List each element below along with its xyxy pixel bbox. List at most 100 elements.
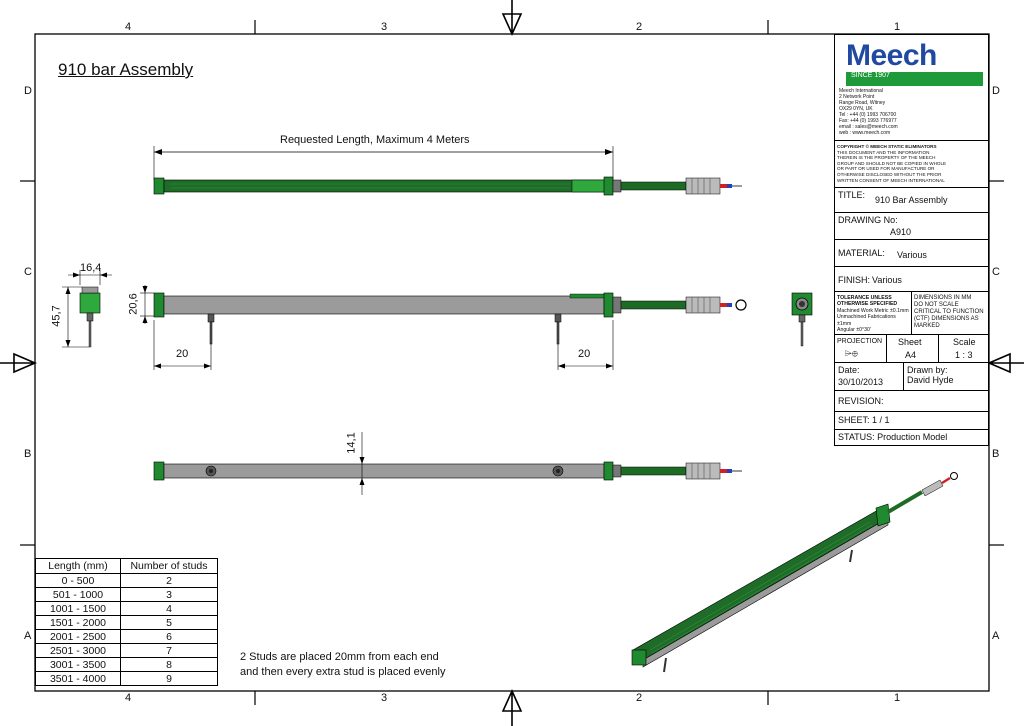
zone-top-1: 1: [894, 21, 901, 33]
dim-profile: 20,6: [127, 293, 140, 315]
status-label: STATUS: Production Model: [838, 432, 948, 442]
cell-length: 2001 - 2500: [35, 629, 121, 644]
zone-bottom-1: 1: [894, 692, 901, 704]
front-view: [140, 285, 747, 370]
title-value: 910 Bar Assembly: [875, 195, 948, 205]
zone-left-a: A: [24, 630, 32, 642]
tolerance-line: Unmachined Fabrications ±1mm: [837, 314, 896, 327]
copyright-line: OTHERWISE DISCLOSED WITHOUT THE PRIOR: [837, 171, 942, 177]
address-line: Fax: +44 (0) 1993 776977: [839, 118, 897, 124]
zone-right-a: A: [992, 630, 1000, 642]
dim-stud-right: 20: [578, 348, 591, 360]
scale-label: Scale: [953, 337, 976, 347]
scale-value: 1 : 3: [955, 350, 973, 360]
material-cell: MATERIAL: Various: [835, 240, 988, 267]
zone-bottom-3: 3: [381, 692, 388, 704]
address-line: email : sales@meech.com: [839, 124, 898, 130]
title-block: Meech SINCE 1907 Meech International 2 N…: [834, 34, 989, 446]
tolerance-line: Machined Work Metric ±0.1mm: [837, 307, 909, 314]
copyright-line: THIS DOCUMENT AND THE INFORMATION: [837, 149, 930, 155]
meech-logo: Meech SINCE 1907: [840, 37, 983, 89]
address-line: Meech International: [839, 88, 883, 94]
zone-right-c: C: [992, 266, 1000, 278]
dimension-note-line: DIMENSIONS IN MM: [914, 295, 972, 301]
dimension-note-line: CRITICAL TO FUNCTION: [914, 309, 984, 315]
finish-label: FINISH:: [838, 275, 871, 285]
date-label: Date:: [838, 365, 860, 375]
title-label: TITLE:: [838, 190, 866, 200]
zone-top-2: 2: [636, 21, 643, 33]
table-header-row: Length (mm) Number of studs: [35, 558, 218, 574]
sheet-size-value: A4: [905, 350, 917, 360]
tolerance-cell: TOLERANCE UNLESS OTHERWISE SPECIFIED Mac…: [835, 292, 988, 335]
drawing-no-label: DRAWING No:: [838, 215, 898, 225]
address-line: web : www.meech.com: [839, 130, 891, 136]
logo-subtext: SINCE 1907: [849, 72, 892, 79]
drawing-no-cell: DRAWING No: A910: [835, 213, 988, 240]
dim-height: 45,7: [50, 305, 63, 327]
finish-cell: FINISH: Various: [835, 267, 988, 292]
copyright-line: WRITTEN CONSENT OF MEECH INTERNATIONAL: [837, 177, 945, 183]
divider: [903, 363, 904, 390]
dimension-note-line: MARKED: [914, 323, 940, 329]
cell-studs: 2: [120, 573, 218, 588]
zone-left-d: D: [24, 85, 32, 97]
stud-note-line: and then every extra stud is placed even…: [240, 666, 446, 678]
company-address: Meech International 2 Network Point Rang…: [839, 88, 985, 136]
zone-bottom-4: 4: [125, 692, 132, 704]
divider: [886, 335, 887, 362]
drawing-no-value: A910: [890, 227, 912, 237]
material-label: MATERIAL:: [838, 248, 885, 258]
dim-stud-left: 20: [176, 348, 189, 360]
divider: [938, 335, 939, 362]
copyright-cell: COPYRIGHT © MEECH STATIC ELIMINATORS THI…: [835, 141, 988, 188]
logo-text: Meech: [846, 39, 937, 72]
top-view: [153, 146, 742, 196]
dimension-note-line: (CTF) DIMENSIONS AS: [914, 316, 979, 322]
zone-bottom-2: 2: [636, 692, 643, 704]
cell-length: 3001 - 3500: [35, 657, 121, 672]
projection-cell: PROJECTION ⌲⊕ Sheet A4 Scale 1 : 3: [835, 335, 988, 363]
status-cell: STATUS: Production Model: [835, 430, 988, 446]
zone-left-b: B: [24, 448, 32, 460]
revision-cell: REVISION:: [835, 391, 988, 412]
zone-right-b: B: [992, 448, 1000, 460]
address-line: 2 Network Point: [839, 94, 875, 100]
cell-studs: 6: [120, 629, 218, 644]
divider: [911, 292, 912, 334]
tolerance-text: TOLERANCE UNLESS OTHERWISE SPECIFIED Mac…: [837, 295, 909, 333]
dimension-notes: DIMENSIONS IN MM DO NOT SCALE CRITICAL T…: [914, 295, 986, 330]
dim-width: 16,4: [80, 262, 102, 274]
cell-length: 3501 - 4000: [35, 671, 121, 686]
dim-requested-length: Requested Length, Maximum 4 Meters: [280, 134, 470, 146]
stud-note: 2 Studs are placed 20mm from each end an…: [240, 650, 445, 680]
date-value: 30/10/2013: [838, 377, 884, 387]
copyright-line: OR PART OR USED FOR MANUFACTURE OR: [837, 166, 935, 172]
revision-label: REVISION:: [838, 396, 884, 406]
copyright-line: COPYRIGHT © MEECH STATIC ELIMINATORS: [837, 144, 937, 149]
tolerance-line: Angular ±0°30': [837, 327, 871, 334]
cell-length: 501 - 1000: [35, 587, 121, 602]
cell-length: 0 - 500: [35, 573, 121, 588]
projection-symbol-icon: ⌲⊕: [845, 348, 858, 358]
bottom-view: [153, 432, 742, 495]
isometric-view: [631, 472, 958, 673]
cell-studs: 5: [120, 615, 218, 630]
company-cell: Meech SINCE 1907 Meech International 2 N…: [835, 35, 988, 141]
zone-left-c: C: [24, 266, 32, 278]
cell-length: 1001 - 1500: [35, 601, 121, 616]
address-line: OX29 0YN, UK: [839, 106, 873, 112]
cell-studs: 3: [120, 587, 218, 602]
date-cell: Date: 30/10/2013 Drawn by: David Hyde: [835, 363, 988, 391]
projection-label: PROJECTION: [837, 338, 883, 345]
stud-note-line: 2 Studs are placed 20mm from each end: [240, 651, 439, 663]
finish-value: Various: [872, 275, 902, 285]
tolerance-line: OTHERWISE SPECIFIED: [837, 301, 898, 308]
